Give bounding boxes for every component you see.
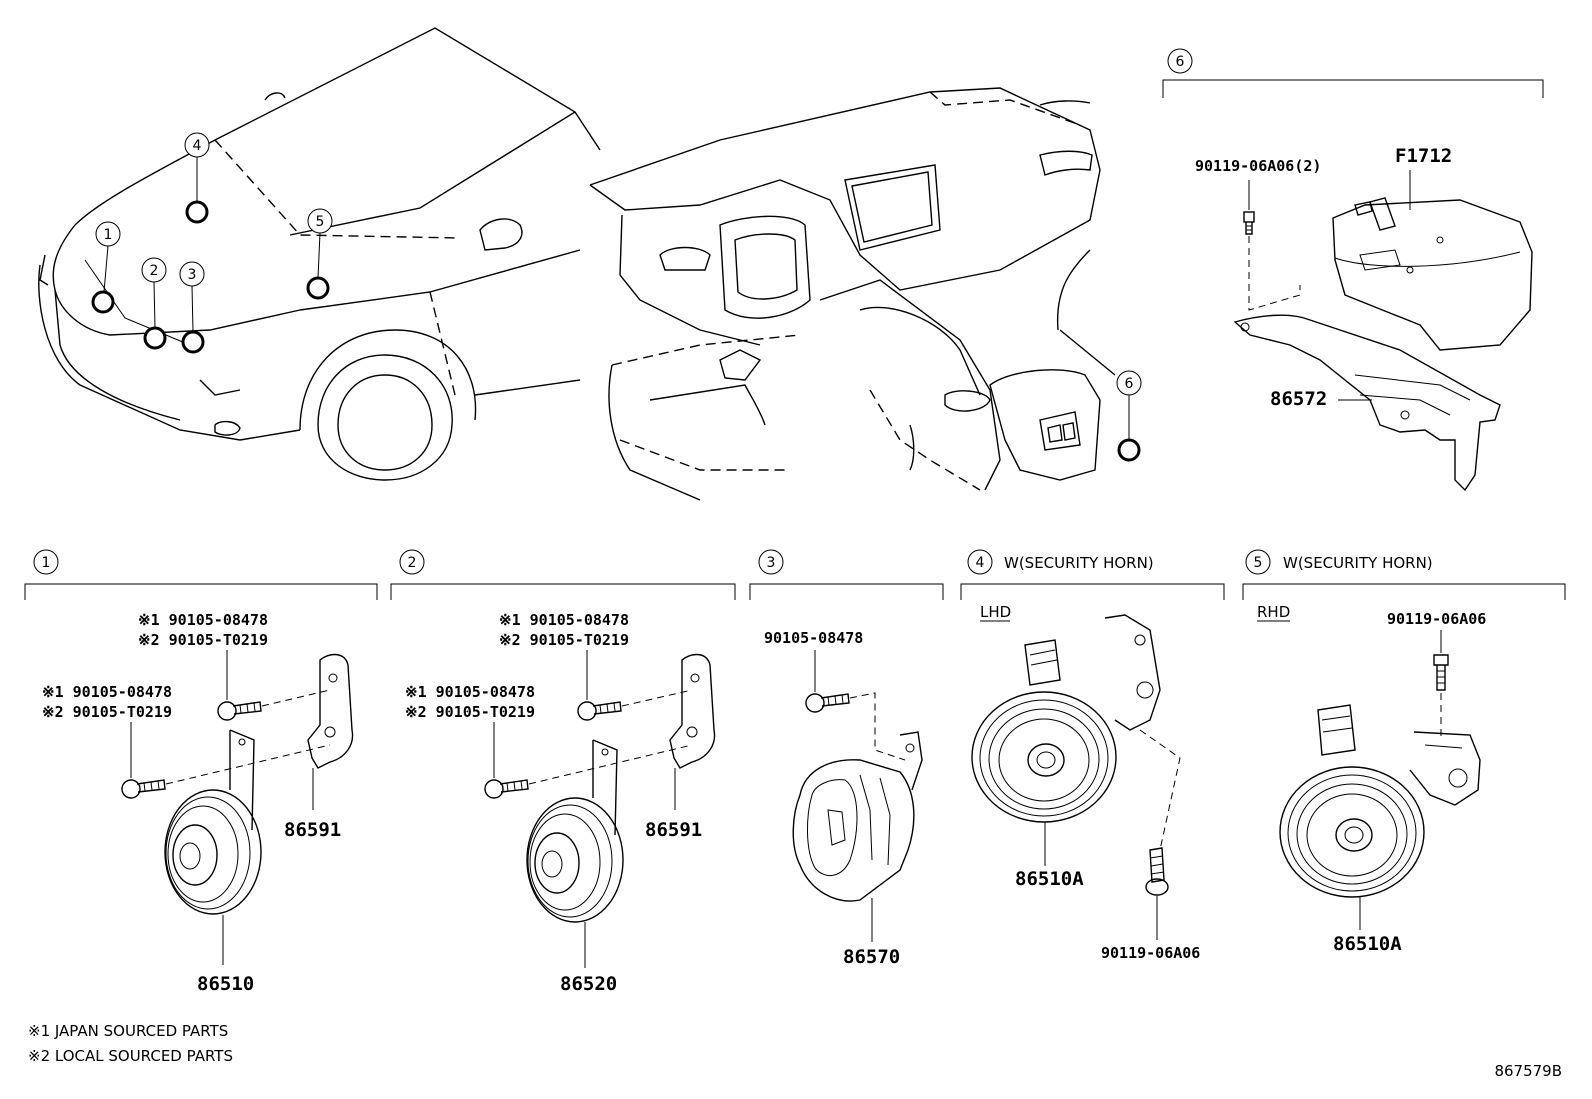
s2-upper-bolt	[577, 701, 622, 721]
section-2: 2 ※1 90105-08478 ※2 90105-T0219 ※1 90105…	[390, 549, 736, 995]
s3-bolt	[805, 693, 850, 713]
section-4: 4 W(SECURITY HORN) LHD 86510A 90119-06A0…	[960, 549, 1225, 962]
dashboard-illustration	[589, 87, 1116, 501]
group-6-bolt-partno: 90119-06A06(2)	[1195, 157, 1321, 175]
section-2-number: 2	[408, 555, 417, 571]
s1-horn-partno: 86510	[197, 973, 254, 995]
s3-horn	[792, 731, 923, 902]
callout-4-label: 4	[193, 138, 202, 154]
s1-lower-bolt-partno-1: ※1 90105-08478	[42, 683, 172, 701]
section-1-number: 1	[42, 555, 51, 571]
s2-lower-bolt	[484, 779, 529, 799]
callout-leaders	[103, 157, 1130, 440]
callout-2: 2	[141, 257, 167, 283]
s2-horn	[526, 739, 624, 923]
s2-bracket-partno: 86591	[645, 819, 702, 841]
section-4-number: 4	[976, 555, 985, 571]
s1-upper-bolt-partno-1: ※1 90105-08478	[138, 611, 268, 629]
s1-horn	[164, 729, 262, 915]
ecu-cover	[1332, 197, 1533, 351]
section-4-title: W(SECURITY HORN)	[1004, 554, 1154, 572]
group-6-bracket-partno: 86572	[1270, 388, 1327, 410]
s4-bolt-partno: 90119-06A06	[1101, 944, 1200, 962]
car-front-illustration	[38, 27, 601, 481]
section-3-number: 3	[767, 555, 776, 571]
section-5-side: RHD	[1257, 603, 1290, 621]
car-location-markers	[91, 200, 1141, 462]
section-1: 1 ※1 90105-08478 ※2 90105-T0219 ※1 90105…	[24, 549, 378, 995]
s2-lower-bolt-partno-1: ※1 90105-08478	[405, 683, 535, 701]
callout-1-label: 1	[104, 227, 113, 243]
callout-5: 5	[307, 208, 333, 234]
s5-horn	[1279, 704, 1481, 898]
callout-3-label: 3	[188, 267, 197, 283]
callout-6: 6	[1116, 370, 1142, 396]
s1-upper-bolt	[217, 701, 262, 721]
group-6-bolt	[1243, 211, 1255, 235]
s1-upper-bolt-partno-2: ※2 90105-T0219	[138, 631, 268, 649]
section-3: 3 90105-08478 86570	[749, 549, 944, 968]
s4-horn	[971, 614, 1161, 823]
callout-4: 4	[184, 132, 210, 158]
footnote-japan-sourced: ※1 JAPAN SOURCED PARTS	[28, 1022, 228, 1040]
s1-bracket-partno: 86591	[284, 819, 341, 841]
s4-bolt	[1145, 847, 1169, 896]
footnote-local-sourced: ※2 LOCAL SOURCED PARTS	[28, 1047, 233, 1065]
callout-6-label: 6	[1125, 376, 1134, 392]
s1-bracket	[307, 653, 354, 769]
s2-lower-bolt-partno-2: ※2 90105-T0219	[405, 703, 535, 721]
s2-upper-bolt-partno-2: ※2 90105-T0219	[499, 631, 629, 649]
s3-bolt-partno: 90105-08478	[764, 629, 863, 647]
callout-2-label: 2	[150, 263, 159, 279]
section-4-side: LHD	[980, 603, 1011, 621]
group-6-cover-partno: F1712	[1395, 145, 1452, 167]
callout-5-label: 5	[316, 214, 325, 230]
s5-bolt	[1433, 654, 1449, 691]
diagram-id: 867579B	[1494, 1062, 1562, 1080]
ecu-bracket	[1233, 249, 1501, 492]
s1-lower-bolt-partno-2: ※2 90105-T0219	[42, 703, 172, 721]
s3-horn-partno: 86570	[843, 946, 900, 968]
s1-lower-bolt	[121, 779, 166, 799]
callout-3: 3	[179, 261, 205, 287]
section-5-number: 5	[1254, 555, 1263, 571]
group-6: 6 90119-06A06(2) F1712 86572	[1162, 48, 1544, 492]
s2-upper-bolt-partno-1: ※1 90105-08478	[499, 611, 629, 629]
section-5: 5 W(SECURITY HORN) RHD 90119-06A06 86510…	[1242, 549, 1566, 955]
section-5-title: W(SECURITY HORN)	[1283, 554, 1433, 572]
s2-bracket	[669, 653, 716, 769]
group-6-number: 6	[1176, 54, 1185, 70]
s5-horn-partno: 86510A	[1333, 933, 1402, 955]
s5-bolt-partno: 90119-06A06	[1387, 610, 1486, 628]
callout-1: 1	[95, 221, 121, 247]
s4-horn-partno: 86510A	[1015, 868, 1084, 890]
s2-horn-partno: 86520	[560, 973, 617, 995]
footnotes: ※1 JAPAN SOURCED PARTS ※2 LOCAL SOURCED …	[28, 1022, 233, 1065]
callout-circles: 1 2 3 4 5 6	[95, 132, 1142, 396]
